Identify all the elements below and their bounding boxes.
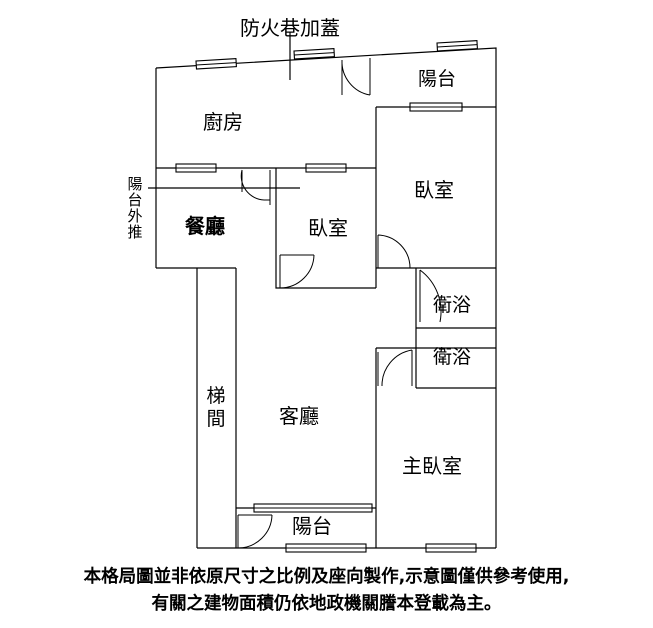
window-bottom-1 <box>285 543 367 553</box>
wall-bath <box>415 268 496 389</box>
title-fire-lane: 防火巷加蓋 <box>240 16 340 40</box>
wall-bedroom-small <box>275 168 376 289</box>
label-balcony-push-out: 陽台外推 <box>126 175 144 241</box>
disclaimer-line-2: 有關之建物面積仍依地政機關謄本登載為主。 <box>151 594 502 614</box>
window-kitchen-2 <box>305 163 347 173</box>
label-bath-1: 衛浴 <box>433 294 472 316</box>
window-top-2 <box>293 48 335 60</box>
wall-stair <box>196 268 237 548</box>
window-balcony-bottom <box>253 503 373 513</box>
label-dining: 餐廳 <box>185 214 225 238</box>
label-kitchen: 廚房 <box>203 110 243 134</box>
label-bedroom-small: 臥室 <box>308 216 348 240</box>
door-bath-1 <box>419 269 442 323</box>
window-kitchen-1 <box>175 163 217 173</box>
door-bedroom-right <box>377 234 411 269</box>
label-living: 客廳 <box>279 404 319 428</box>
door-balcony-bottom <box>237 514 273 549</box>
door-bath-2 <box>377 349 413 387</box>
door-dining <box>240 169 271 205</box>
label-master-bedroom: 主臥室 <box>402 454 462 478</box>
window-bottom-2 <box>425 543 477 553</box>
wall-top-slanted <box>155 47 497 107</box>
door-kitchen-top <box>341 58 371 96</box>
window-top-3 <box>436 40 478 52</box>
window-top-1 <box>195 58 237 70</box>
label-bedroom-right: 臥室 <box>414 178 454 202</box>
door-bedroom-small <box>279 254 315 289</box>
disclaimer-line-1: 本格局圖並非依原尺寸之比例及座向製作,示意圖僅供參考使用, <box>83 567 570 587</box>
label-balcony-bottom: 陽台 <box>292 514 332 538</box>
label-stairs: 梯間 <box>206 385 226 430</box>
wall-master-left <box>375 347 416 548</box>
label-bath-2: 衛浴 <box>433 346 472 368</box>
window-bedroom-right <box>409 102 463 112</box>
label-balcony-top: 陽台 <box>418 68 457 90</box>
